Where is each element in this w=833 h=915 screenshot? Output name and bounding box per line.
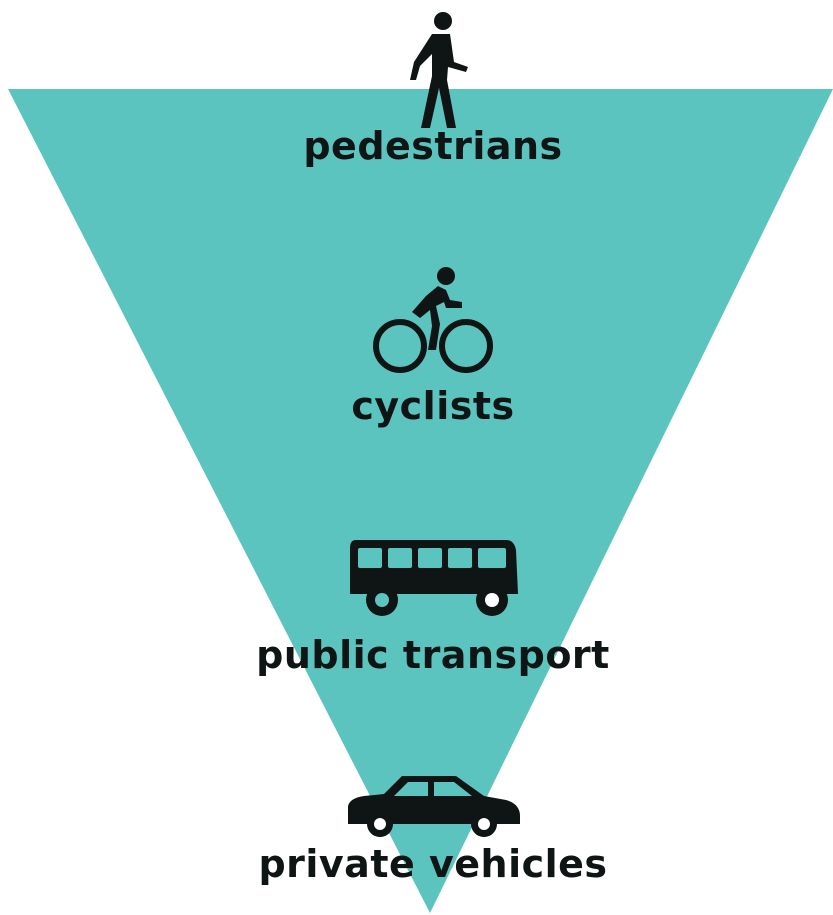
level-label-cyclists: cyclists	[351, 384, 515, 428]
cyclist-icon	[373, 267, 493, 373]
level-label-pedestrians: pedestrians	[303, 124, 563, 168]
level-label-private-vehicles: private vehicles	[258, 842, 608, 886]
bus-icon	[350, 540, 518, 616]
car-icon	[348, 776, 520, 837]
pedestrian-icon	[410, 12, 468, 128]
level-label-public-transport: public transport	[256, 633, 610, 677]
